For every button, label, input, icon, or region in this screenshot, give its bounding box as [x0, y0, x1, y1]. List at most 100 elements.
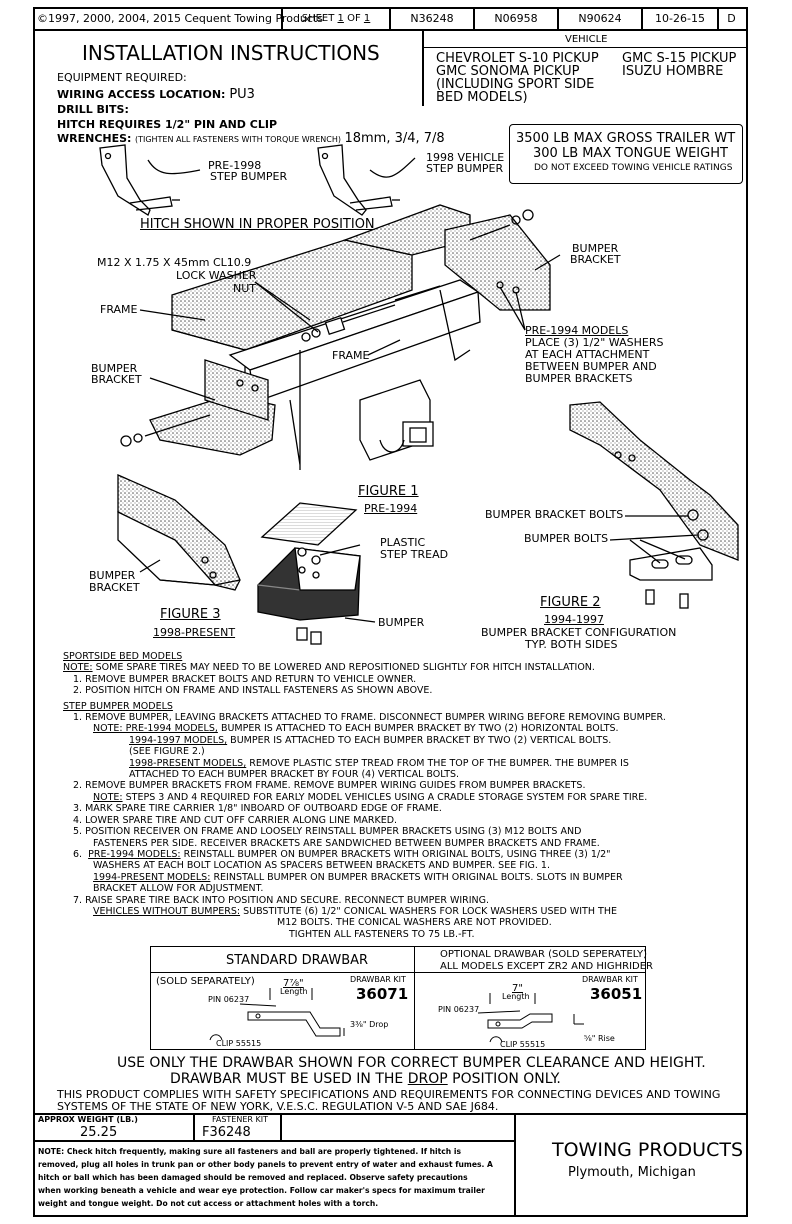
wrenches-label: WRENCHES: — [57, 132, 132, 145]
std-kit-number: 36071 — [356, 985, 409, 1003]
fastener-col-divider — [280, 1113, 282, 1141]
wrenches-note: (TIGHTEN ALL FASTENERS WITH TORQUE WRENC… — [134, 135, 341, 144]
step-4: 4. LOWER SPARE TIRE AND CUT OFF CARRIER … — [73, 814, 398, 826]
sheet-total: 1 — [363, 12, 371, 24]
step-6-1994-text: REINSTALL BUMPER ON BUMPER BRACKETS WITH… — [213, 871, 623, 883]
step-1-1998: 1998-PRESENT MODELS, REMOVE PLASTIC STEP… — [63, 758, 743, 769]
step-6-1994-label: 1994-PRESENT MODELS: — [93, 871, 211, 883]
fig3-bracket-label: BRACKET — [89, 581, 140, 594]
step-2-note-text: STEPS 3 AND 4 REQUIRED FOR EARLY MODEL V… — [125, 791, 648, 803]
safety-note-3: hitch or ball which has been damaged sho… — [38, 1173, 468, 1182]
optional-drawbar-title-1: OPTIONAL DRAWBAR (SOLD SEPERATELY) — [440, 949, 648, 960]
hitch-pin-requirement: HITCH REQUIRES 1/2" PIN AND CLIP — [57, 118, 277, 131]
sportside-note-label: NOTE: — [63, 662, 93, 674]
bumper-bracket-right-1: BUMPER — [572, 242, 619, 255]
step-1: 1. REMOVE BUMPER, LEAVING BRACKETS ATTAC… — [73, 712, 666, 724]
step-1-note-label: NOTE: PRE-1994 MODELS, — [93, 723, 218, 735]
std-drop: 3⅜" Drop — [350, 1020, 389, 1029]
nut-label: NUT — [233, 282, 256, 295]
sportside-step-1: 1. REMOVE BUMPER BRACKET BOLTS AND RETUR… — [73, 673, 417, 685]
std-pin: PIN 06237 — [208, 995, 250, 1004]
safety-note-2: removed, plug all holes in trunk pan or … — [38, 1160, 493, 1169]
sportside-step-2: 2. POSITION HITCH ON FRAME AND INSTALL F… — [73, 685, 433, 697]
vehicle-bed-models: BED MODELS) — [436, 90, 528, 105]
pre1994-models-label: PRE-1994 MODELS — [525, 324, 629, 337]
sportside-note: NOTE: SOME SPARE TIRES MAY NEED TO BE LO… — [63, 662, 743, 673]
compliance-1: THIS PRODUCT COMPLIES WITH SAFETY SPECIF… — [57, 1088, 721, 1101]
title-block-header: ©1997, 2000, 2004, 2015 Cequent Towing P… — [33, 7, 748, 31]
wrenches: WRENCHES: (TIGHTEN ALL FASTENERS WITH TO… — [57, 131, 445, 146]
figure-2-note-2: TYP. BOTH SIDES — [525, 638, 618, 651]
bumper-bracket-right-2: BRACKET — [570, 253, 621, 266]
step-1-note-text: BUMPER IS ATTACHED TO EACH BUMPER BRACKE… — [220, 723, 619, 735]
instructions: SPORTSIDE BED MODELS NOTE: SOME SPARE TI… — [63, 651, 743, 940]
sportside-note-text: SOME SPARE TIRES MAY NEED TO BE LOWERED … — [95, 662, 595, 674]
step-1-1994: 1994-1997 MODELS, BUMPER IS ATTACHED TO … — [63, 735, 743, 746]
label-pre1998: PRE-1998 — [208, 159, 262, 172]
company-city: Plymouth, Michigan — [568, 1165, 696, 1180]
page-title: INSTALLATION INSTRUCTIONS — [82, 41, 380, 65]
safety-note-4: when working beneath a vehicle and wear … — [38, 1186, 485, 1195]
bumper-bolts-label: BUMPER BOLTS — [524, 532, 609, 545]
washers-note-3: BETWEEN BUMPER AND — [525, 360, 657, 373]
revision-letter: D — [727, 11, 736, 25]
std-kit-label: DRAWBAR KIT — [350, 975, 406, 984]
washers-note-4: BUMPER BRACKETS — [525, 372, 633, 385]
use-only-statement: USE ONLY THE DRAWBAR SHOWN FOR CORRECT B… — [117, 1055, 706, 1071]
opt-length-label: Length — [502, 992, 530, 1001]
std-length-label: Length — [280, 987, 308, 996]
bumper-label: BUMPER — [378, 616, 425, 629]
sheet-label: SHEET — [301, 12, 335, 24]
drawbar-header-divider — [150, 972, 646, 973]
step-6-text: REINSTALL BUMPER ON BUMPER BRACKETS WITH… — [183, 848, 611, 860]
compliance-2: SYSTEMS OF THE STATE OF NEW YORK, V.E.S.… — [57, 1100, 499, 1113]
step-6: 6. PRE-1994 MODELS: REINSTALL BUMPER ON … — [73, 848, 611, 860]
bumper-bracket-left-1: BUMPER — [91, 362, 138, 375]
step-2-note-label: NOTE: — [93, 791, 123, 803]
step-tread-label: STEP TREAD — [380, 548, 449, 561]
gross-trailer-weight: 3500 LB MAX GROSS TRAILER WT — [516, 131, 736, 146]
step-7-note-cont: M12 BOLTS. THE CONICAL WASHERS ARE NOT P… — [277, 917, 552, 929]
drop-word: DROP — [407, 1071, 448, 1087]
label-step-bumper: STEP BUMPER — [210, 170, 288, 183]
sheet-number: 1 — [337, 12, 344, 24]
equipment-required: EQUIPMENT REQUIRED: — [57, 71, 187, 84]
step-7-note-text: SUBSTITUTE (6) 1/2" CONICAL WASHERS FOR … — [243, 905, 617, 917]
washers-note-2: AT EACH ATTACHMENT — [525, 348, 650, 361]
revision-date: 10-26-15 — [643, 7, 719, 29]
figure-2-note-1: BUMPER BRACKET CONFIGURATION — [481, 626, 677, 639]
drop-pre: DRAWBAR MUST BE USED IN THE — [170, 1071, 404, 1087]
std-length-value: 7⅞" — [283, 978, 304, 989]
weight-label: APPROX WEIGHT (LB.) — [38, 1115, 138, 1124]
step-1-1998-label: 1998-PRESENT MODELS, — [129, 757, 247, 769]
sheet-indicator: SHEET 1 OF 1 — [283, 7, 391, 29]
vehicle-sonoma: GMC SONOMA PICKUP — [436, 64, 580, 79]
step-5-cont: FASTENERS PER SIDE. RECEIVER BRACKETS AR… — [93, 837, 600, 849]
wrenches-value: 18mm, 3/4, 7/8 — [344, 131, 445, 146]
fig3-bumper-label: BUMPER — [89, 569, 136, 582]
opt-kit-label: DRAWBAR KIT — [582, 975, 638, 984]
step-7-note-label: VEHICLES WITHOUT BUMPERS: — [93, 905, 241, 917]
opt-rise: ⅝" Rise — [584, 1034, 615, 1043]
opt-kit-number: 36051 — [590, 985, 643, 1003]
rating-warning: DO NOT EXCEED TOWING VEHICLE RATINGS — [534, 163, 733, 173]
figure-1-title: FIGURE 1 — [358, 484, 419, 499]
safety-note: NOTE: Check hitch frequently, making sur… — [38, 1145, 512, 1210]
label-step-bumper-2: STEP BUMPER — [426, 162, 504, 175]
optional-drawbar-box — [414, 946, 646, 1050]
torque-spec: TIGHTEN ALL FASTENERS TO 75 LB.-FT. — [289, 928, 475, 940]
vehicle-divider — [422, 31, 424, 106]
step-2-note: NOTE: STEPS 3 AND 4 REQUIRED FOR EARLY M… — [63, 792, 743, 803]
wiring-value: PU3 — [229, 87, 255, 102]
vehicle-header: VEHICLE — [565, 34, 608, 45]
weight-col-divider — [193, 1113, 195, 1141]
step-6-1994-cont: BRACKET ALLOW FOR ADJUSTMENT. — [93, 883, 264, 895]
weight-value: 25.25 — [80, 1125, 118, 1140]
drop-post: POSITION ONLY. — [452, 1071, 561, 1087]
lock-washer-label: LOCK WASHER — [176, 269, 257, 282]
std-clip: CLIP 55515 — [216, 1039, 262, 1048]
company-name: TOWING PRODUCTS — [552, 1139, 744, 1161]
frame-label-2: FRAME — [332, 349, 370, 362]
